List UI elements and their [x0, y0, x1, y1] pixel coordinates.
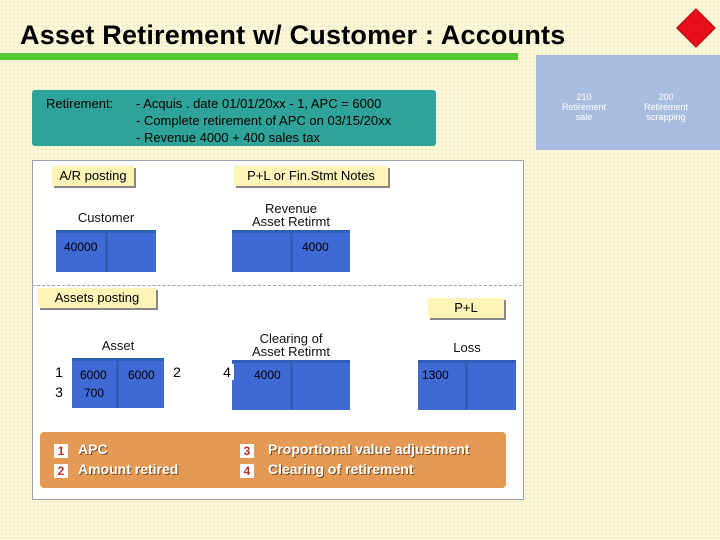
- asset-debit-2: 700: [84, 386, 105, 400]
- transaction-text: scrapping: [646, 112, 686, 122]
- asset-account-name: Asset: [101, 338, 135, 353]
- retirement-line-2: - Complete retirement of APC on 03/15/20…: [136, 113, 392, 128]
- asset-credit: 6000: [128, 368, 155, 382]
- pl-notes-label: P+L or Fin.Stmt Notes: [234, 166, 388, 186]
- legend-number-3: 3: [240, 444, 254, 458]
- asset-debit-1: 6000: [80, 368, 107, 382]
- ar-posting-label: A/R posting: [52, 166, 134, 186]
- transaction-text: Retirement: [643, 102, 688, 112]
- legend-box: 1 APC 2 Amount retired 3 Proportional va…: [40, 432, 506, 488]
- customer-account-header: Customer: [56, 200, 156, 230]
- transaction-code: 200: [658, 92, 674, 102]
- retirement-info-box: Retirement: - Acquis . date 01/01/20xx -…: [32, 90, 436, 146]
- transaction-code: 210: [576, 92, 592, 102]
- step-badge-2: 2: [170, 364, 184, 380]
- legend-text-2: Amount retired: [78, 461, 179, 477]
- retirement-line-1: - Acquis . date 01/01/20xx - 1, APC = 60…: [136, 96, 382, 111]
- clearing-account-line1: Clearing of: [259, 331, 323, 346]
- revenue-account-header: Revenue Asset Retirmt: [232, 198, 350, 230]
- revenue-t-stem: [290, 230, 293, 272]
- transaction-type-200[interactable]: 200 Retirement scrapping: [636, 92, 696, 122]
- loss-account-name: Loss: [453, 340, 481, 355]
- revenue-credit: 4000: [302, 240, 329, 254]
- revenue-account-line1: Revenue: [264, 201, 318, 216]
- legend-text-4: Clearing of retirement: [268, 461, 414, 477]
- loss-account-header: Loss: [418, 330, 516, 360]
- pl-label: P+L: [428, 298, 504, 318]
- loss-debit: 1300: [422, 368, 449, 382]
- legend-number-2: 2: [54, 464, 68, 478]
- transaction-type-210[interactable]: 210 Retirement sale: [554, 92, 614, 122]
- step-badge-4: 4: [220, 364, 234, 380]
- transaction-types-panel: 210 Retirement sale 200 Retirement scrap…: [536, 55, 720, 150]
- legend-number-4: 4: [240, 464, 254, 478]
- page-title: Asset Retirement w/ Customer : Accounts: [20, 20, 566, 50]
- clearing-account-line2: Asset Retirmt: [251, 344, 330, 359]
- retirement-line-3: - Revenue 4000 + 400 sales tax: [136, 130, 320, 145]
- step-badge-3: 3: [52, 384, 66, 400]
- retirement-label: Retirement:: [46, 96, 114, 111]
- asset-t-stem: [116, 358, 119, 408]
- revenue-account-line2: Asset Retirmt: [251, 214, 330, 229]
- clearing-t-stem: [290, 360, 293, 410]
- section-divider: [32, 285, 522, 286]
- transaction-text: sale: [575, 112, 593, 122]
- title-underline: [0, 53, 518, 60]
- diamond-icon: [676, 8, 716, 48]
- transaction-text: Retirement: [561, 102, 606, 112]
- customer-account-name: Customer: [77, 210, 135, 225]
- legend-text-1: APC: [78, 441, 108, 457]
- assets-posting-label: Assets posting: [38, 288, 156, 308]
- asset-account-header: Asset: [72, 328, 164, 358]
- legend-number-1: 1: [54, 444, 68, 458]
- customer-t-stem: [105, 230, 108, 272]
- clearing-debit: 4000: [254, 368, 281, 382]
- legend-text-3: Proportional value adjustment: [268, 441, 470, 457]
- customer-debit: 40000: [64, 240, 98, 254]
- loss-t-stem: [465, 360, 468, 410]
- step-badge-1: 1: [52, 364, 66, 380]
- clearing-account-header: Clearing of Asset Retirmt: [232, 326, 350, 360]
